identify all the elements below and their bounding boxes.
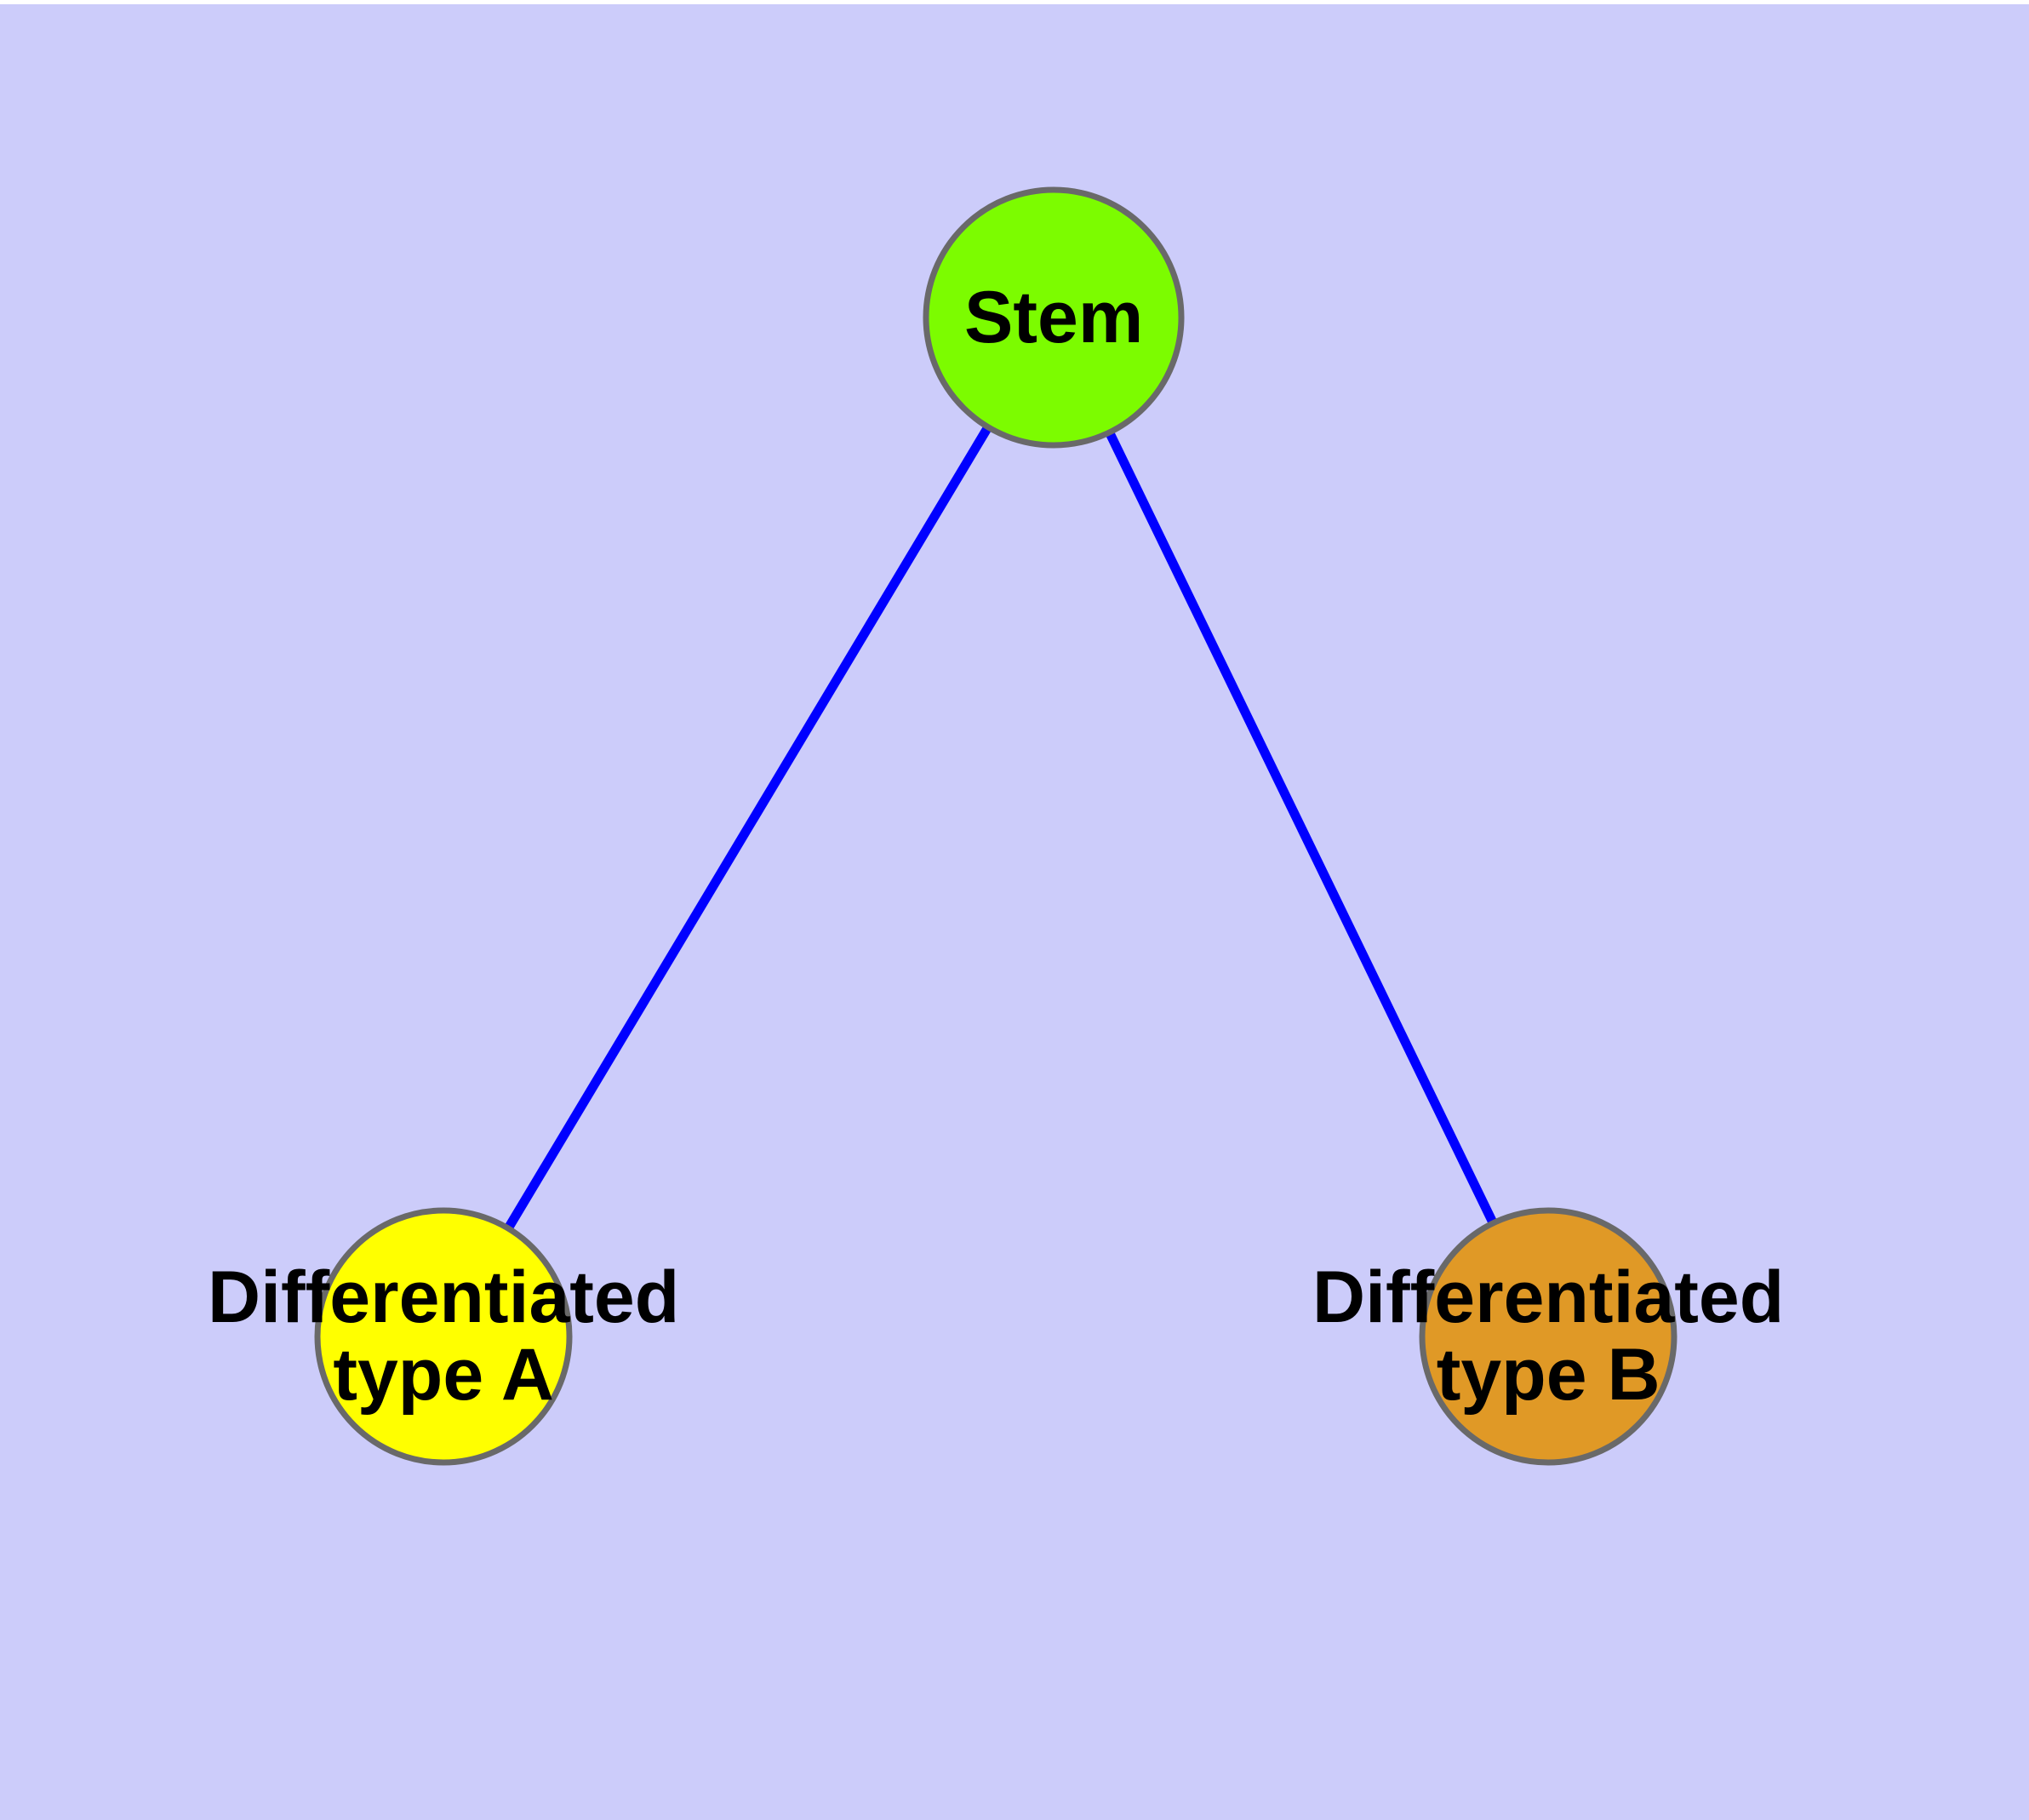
graph-node-stem[interactable] xyxy=(923,186,1185,449)
graph-edge[interactable] xyxy=(503,423,993,1233)
nodes-group xyxy=(314,186,1677,1466)
graph-edge[interactable] xyxy=(1104,428,1499,1228)
graph-node-diff_b[interactable] xyxy=(1419,1207,1677,1466)
edges-group xyxy=(503,423,1499,1233)
graph-node-diff_a[interactable] xyxy=(314,1207,573,1466)
